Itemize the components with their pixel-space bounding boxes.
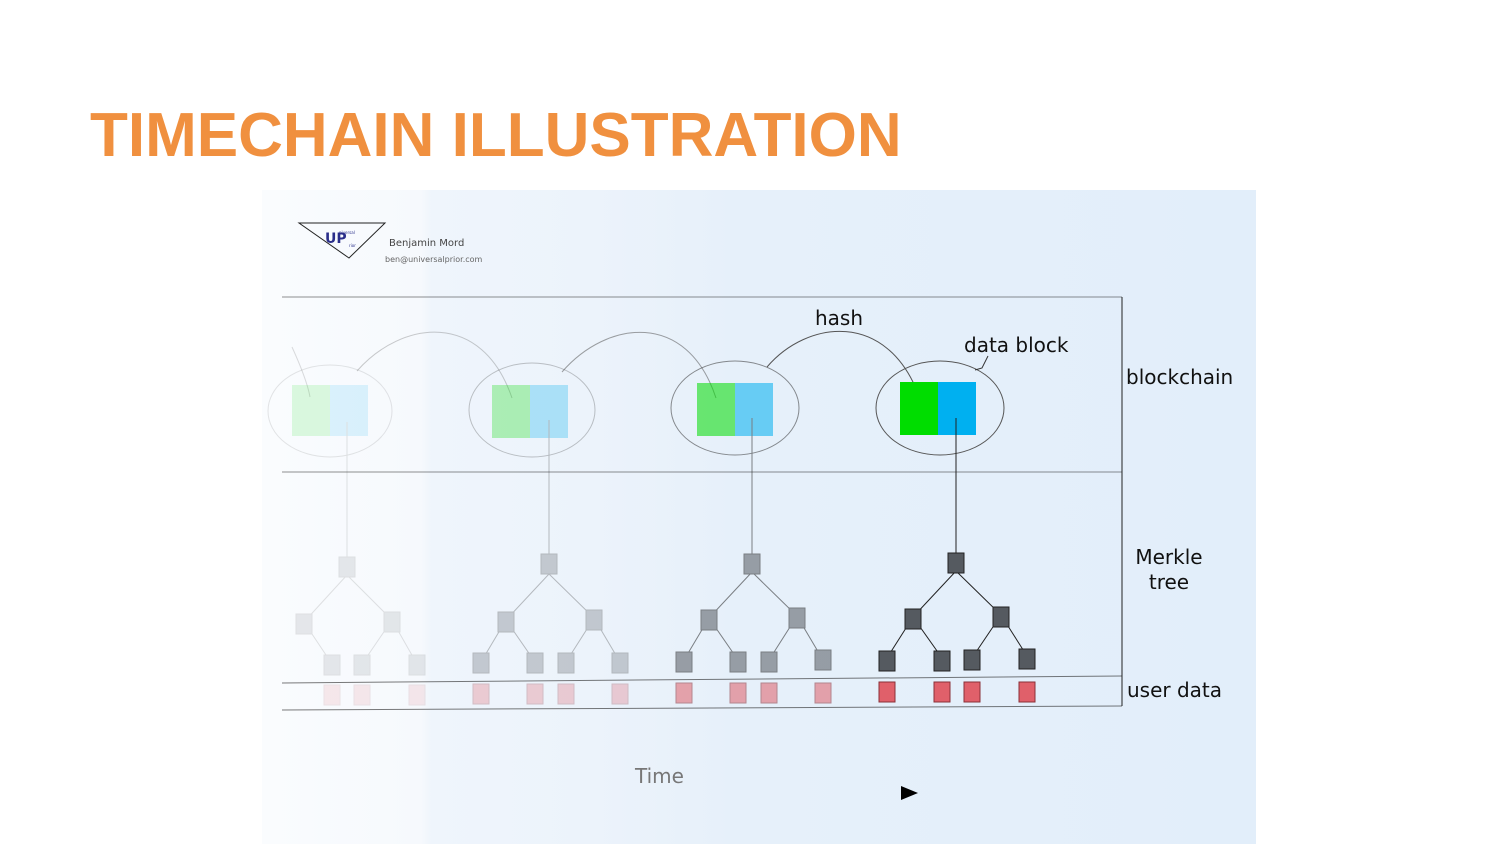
svg-text:rior: rior (349, 243, 356, 248)
data-block-pointer (974, 355, 989, 371)
merkle-tree (675, 553, 832, 673)
header-block (697, 383, 735, 436)
block-2 (468, 362, 629, 705)
header-block (292, 385, 330, 436)
block-boundary (468, 362, 596, 458)
timechain-diagram: UP niversal rior Benjamin Mord ben@unive… (262, 190, 1256, 844)
universal-prior-logo: UP niversal rior (297, 222, 387, 259)
merkle-tree (295, 556, 426, 676)
blockchain-label: blockchain (1126, 365, 1233, 389)
data-block (530, 385, 568, 438)
data-block (938, 382, 976, 435)
time-arrow (412, 786, 918, 800)
user-data (472, 683, 629, 705)
merkle-tree (472, 553, 629, 674)
merkle-tree (878, 552, 1036, 672)
author-email: ben@universalprior.com (385, 255, 483, 264)
block-boundary (670, 360, 800, 456)
user-data (323, 684, 426, 706)
diagram-background (262, 190, 1256, 844)
block-boundary (875, 360, 1005, 456)
block-1 (267, 364, 426, 706)
slide-title: TIMECHAIN ILLUSTRATION (90, 101, 902, 170)
data-block (735, 383, 773, 436)
data-block (330, 385, 368, 436)
user-data-label: user data (1127, 678, 1222, 702)
svg-text:niversal: niversal (339, 230, 355, 235)
svg-text:UP: UP (325, 231, 347, 247)
user-data (675, 682, 832, 704)
user-data (878, 681, 1036, 703)
block-3 (670, 360, 832, 704)
data-block-label: data block (964, 333, 1069, 357)
block-4 (875, 360, 1036, 703)
merkle-tree-label: Merkle (1135, 545, 1202, 569)
merkle-tree-label-line2: tree (1149, 570, 1189, 594)
time-label: Time (634, 764, 684, 788)
header-block (900, 382, 938, 435)
header-block (492, 385, 530, 438)
author-name: Benjamin Mord (389, 238, 464, 249)
block-boundary (267, 364, 393, 458)
region-lines (281, 296, 1123, 711)
hash-label: hash (815, 306, 863, 330)
